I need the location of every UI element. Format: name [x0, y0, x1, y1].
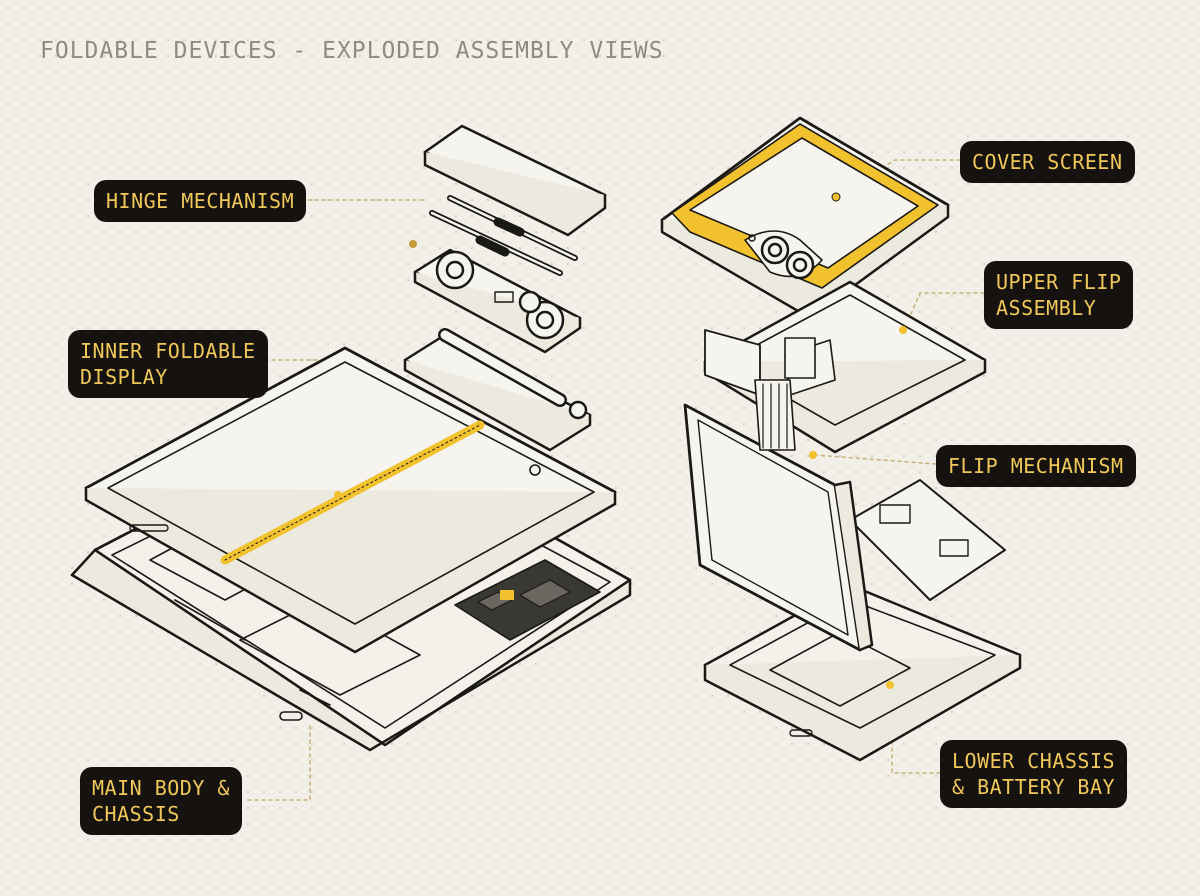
- hinge-mechanism-drawing: [403, 124, 607, 452]
- cover-screen-drawing: [660, 116, 950, 320]
- callout-line: COVER SCREEN: [972, 150, 1123, 174]
- leader-lines: [247, 159, 985, 801]
- callout-line: UPPER FLIP: [996, 270, 1122, 294]
- callout-line: CHASSIS: [92, 802, 180, 826]
- callout-main-body-chassis: MAIN BODY & CHASSIS: [80, 767, 242, 835]
- flip-mechanism-drawing: [683, 337, 1006, 652]
- callout-cover-screen: COVER SCREEN: [960, 141, 1135, 183]
- callout-line: INNER FOLDABLE: [80, 339, 256, 363]
- callout-line: MAIN BODY &: [92, 776, 230, 800]
- page-title: FOLDABLE DEVICES - EXPLODED ASSEMBLY VIE…: [40, 38, 664, 64]
- callout-line: & BATTERY BAY: [952, 775, 1116, 799]
- callout-inner-foldable-display: INNER FOLDABLE DISPLAY: [68, 330, 268, 398]
- callout-upper-flip-assembly: UPPER FLIP ASSEMBLY: [984, 261, 1134, 329]
- upper-flip-assembly-drawing: [703, 280, 987, 454]
- lower-chassis-drawing: [703, 583, 1022, 762]
- callout-line: HINGE MECHANISM: [106, 189, 295, 213]
- callout-line: FLIP MECHANISM: [948, 454, 1124, 478]
- callout-lower-chassis-battery-bay: LOWER CHASSIS & BATTERY BAY: [940, 740, 1128, 808]
- callout-hinge-mechanism: HINGE MECHANISM: [94, 180, 307, 222]
- callout-line: ASSEMBLY: [996, 296, 1097, 320]
- callout-line: LOWER CHASSIS: [952, 749, 1116, 773]
- callout-line: DISPLAY: [80, 365, 168, 389]
- callout-flip-mechanism: FLIP MECHANISM: [936, 445, 1136, 487]
